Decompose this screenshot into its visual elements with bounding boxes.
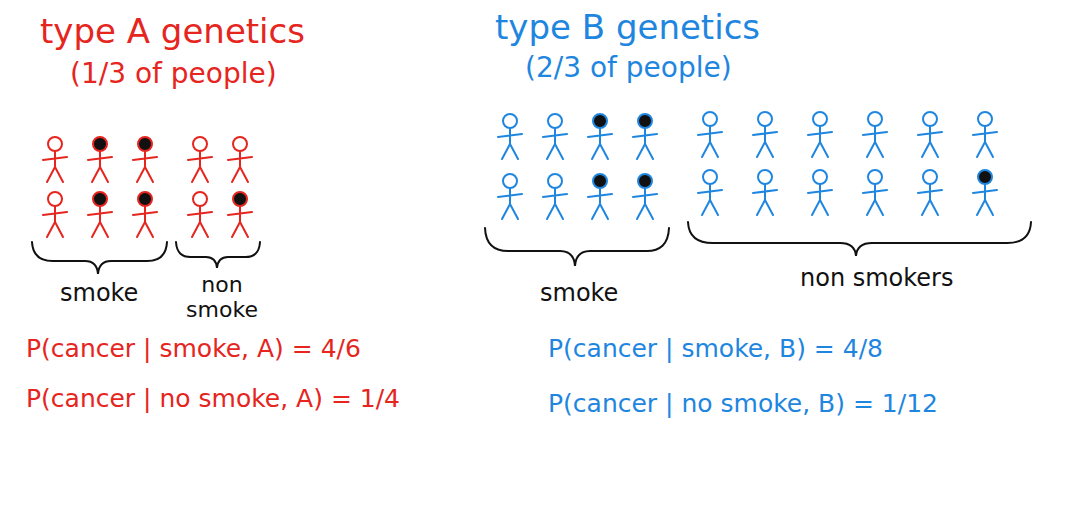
stick-figure-cancer bbox=[973, 170, 997, 215]
group-label: non smoke bbox=[182, 272, 262, 323]
stick-figure-cancer bbox=[588, 114, 612, 159]
stick-figure bbox=[753, 170, 777, 215]
stick-figure-cancer bbox=[228, 192, 252, 237]
probability-formula: P(cancer | no smoke, A) = 1/4 bbox=[26, 385, 400, 414]
stick-figure-cancer bbox=[133, 137, 157, 182]
stick-figure-cancer bbox=[633, 114, 657, 159]
group-brace bbox=[176, 242, 260, 268]
group-brace bbox=[688, 222, 1031, 256]
stick-figure bbox=[543, 174, 567, 219]
stick-figure bbox=[973, 112, 997, 157]
stick-figure bbox=[753, 112, 777, 157]
stick-figure bbox=[918, 112, 942, 157]
stick-figure-cancer bbox=[88, 192, 112, 237]
group-label: smoke bbox=[540, 280, 618, 308]
stick-figure-cancer bbox=[588, 174, 612, 219]
stick-figure bbox=[498, 174, 522, 219]
stick-figure bbox=[188, 192, 212, 237]
stick-figure bbox=[698, 112, 722, 157]
group-share: (1/3 of people) bbox=[70, 58, 277, 90]
probability-formula: P(cancer | no smoke, B) = 1/12 bbox=[548, 390, 938, 419]
stick-figure bbox=[808, 112, 832, 157]
stick-figure-cancer bbox=[133, 192, 157, 237]
stick-figure bbox=[43, 137, 67, 182]
stick-figure bbox=[188, 137, 212, 182]
stick-figure bbox=[228, 137, 252, 182]
stick-figure bbox=[863, 170, 887, 215]
probability-formula: P(cancer | smoke, A) = 4/6 bbox=[26, 335, 361, 364]
stick-figure bbox=[543, 114, 567, 159]
stick-figure bbox=[498, 114, 522, 159]
group-label: non smokers bbox=[800, 265, 953, 293]
group-brace bbox=[485, 228, 669, 266]
stick-figure bbox=[43, 192, 67, 237]
group-label: smoke bbox=[60, 280, 138, 308]
stick-figure-cancer bbox=[633, 174, 657, 219]
group-brace bbox=[32, 242, 167, 274]
stick-figure-cancer bbox=[88, 137, 112, 182]
group-title: type B genetics bbox=[495, 8, 760, 47]
stick-figure bbox=[863, 112, 887, 157]
stick-figure bbox=[918, 170, 942, 215]
group-share: (2/3 of people) bbox=[525, 52, 732, 84]
stick-figure bbox=[698, 170, 722, 215]
group-title: type A genetics bbox=[40, 12, 305, 51]
probability-formula: P(cancer | smoke, B) = 4/8 bbox=[548, 335, 883, 364]
stick-figure bbox=[808, 170, 832, 215]
